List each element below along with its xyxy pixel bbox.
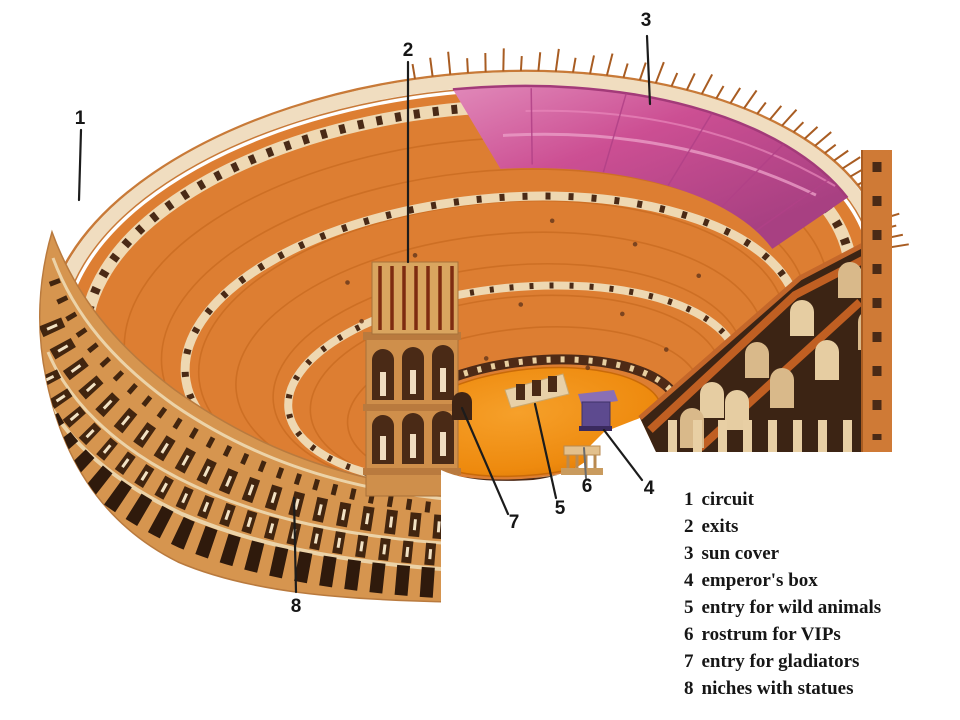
legend-item-rostrum: 6 rostrum for VIPs	[684, 621, 881, 648]
callout-number-8: 8	[291, 596, 302, 617]
awning-fold-lines	[530, 88, 831, 232]
legend-item-emperors-box: 4 emperor's box	[684, 567, 881, 594]
section-bottom-pillars	[668, 420, 877, 452]
statues-lower	[42, 371, 455, 561]
callout-number-5: 5	[555, 498, 566, 519]
legend-label: entry for gladiators	[701, 651, 860, 672]
gladiator-gate	[452, 392, 472, 420]
callout-number-6: 6	[582, 476, 593, 497]
cutaway-face-block	[363, 261, 461, 497]
cross-section	[638, 150, 892, 452]
legend-item-exits: 2 exits	[684, 513, 881, 540]
cutaway-void	[441, 418, 910, 718]
legend-label: rostrum for VIPs	[701, 624, 841, 645]
legend-num: 4	[684, 570, 694, 591]
animal-entry-wall	[504, 373, 570, 409]
callout-numbers: 1 2 3 4 5 6 7 8	[75, 10, 655, 617]
callout-line-5	[533, 402, 558, 500]
legend-item-gladiators: 7 entry for gladiators	[684, 648, 881, 675]
legend-label: sun cover	[701, 543, 780, 564]
niche-row-upper	[39, 317, 455, 540]
ground-arcade	[39, 412, 455, 599]
legend-num: 6	[684, 624, 694, 645]
callout-line-1	[77, 128, 83, 202]
legend-item-circuit: 1 circuit	[684, 486, 881, 513]
attic-window-row	[48, 278, 455, 516]
legend: 1 circuit 2 exits 3 sun cover 4 emperor'…	[684, 486, 881, 702]
legend-num: 1	[684, 489, 694, 510]
exit-grate	[371, 261, 459, 335]
legend-num: 5	[684, 597, 694, 618]
exterior-facade	[39, 229, 456, 603]
cut-face-statues	[380, 368, 446, 460]
callout-line-6	[583, 447, 587, 479]
legend-label: entry for wild animals	[701, 597, 882, 618]
callout-number-3: 3	[641, 10, 652, 31]
callout-number-7: 7	[509, 512, 520, 533]
legend-label: emperor's box	[701, 570, 818, 591]
outer-wall-cut-edge	[861, 150, 892, 452]
legend-label: circuit	[701, 489, 754, 510]
sun-cover-awning	[452, 84, 849, 249]
legend-num: 8	[684, 678, 694, 699]
legend-num: 2	[684, 516, 694, 537]
legend-label: niches with statues	[701, 678, 854, 699]
callout-line-7	[460, 406, 510, 516]
callout-leader-lines	[77, 34, 652, 594]
legend-item-wild-animals: 5 entry for wild animals	[684, 594, 881, 621]
legend-label: exits	[701, 516, 739, 537]
callout-line-3	[645, 34, 652, 106]
callout-number-1: 1	[75, 108, 86, 129]
legend-num: 3	[684, 543, 694, 564]
legend-item-statues: 8 niches with statues	[684, 675, 881, 702]
legend-item-sun-cover: 3 sun cover	[684, 540, 881, 567]
emperors-box	[578, 390, 618, 431]
callout-number-4: 4	[644, 478, 655, 499]
callout-line-4	[602, 428, 644, 482]
legend-num: 7	[684, 651, 694, 672]
callout-number-2: 2	[403, 40, 414, 61]
callout-line-8	[292, 496, 298, 594]
